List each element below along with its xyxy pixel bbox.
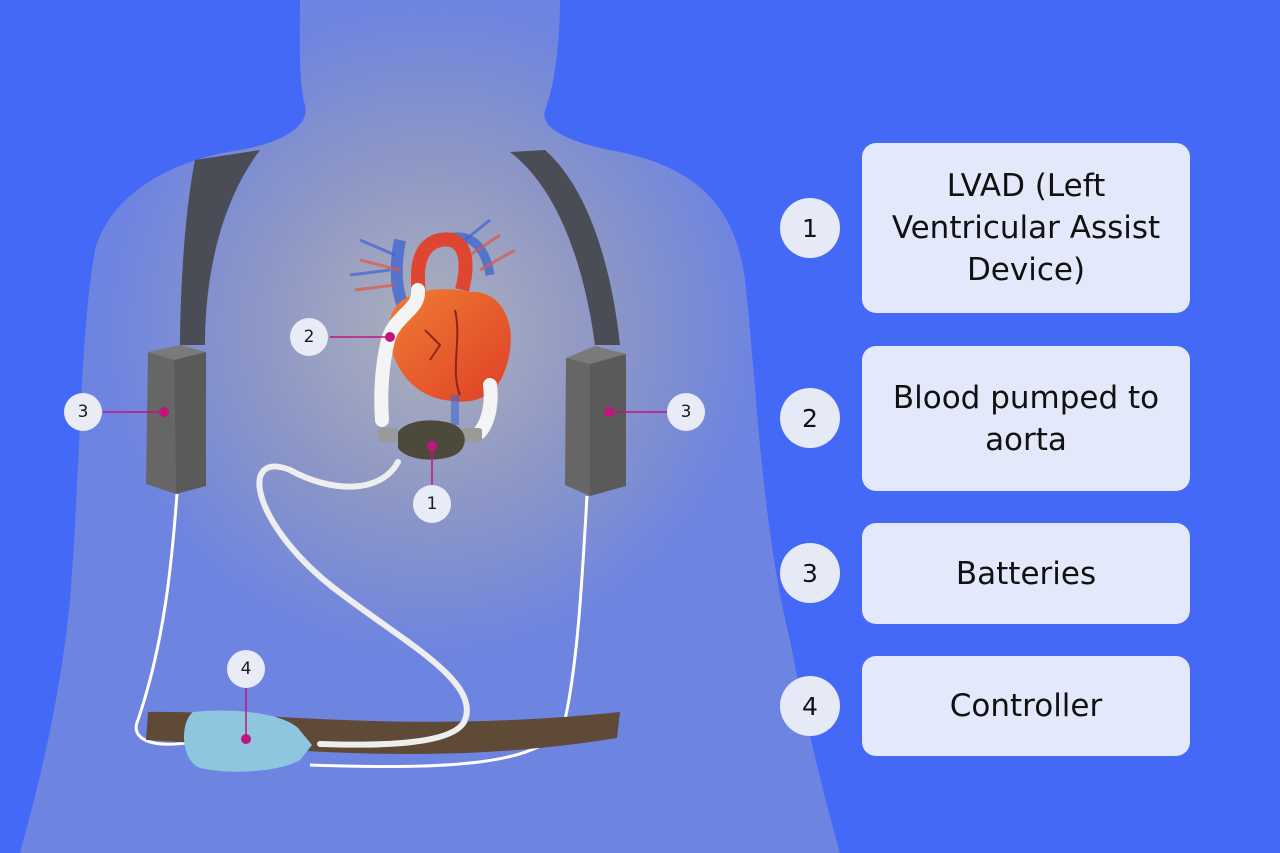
- heart: [349, 218, 516, 425]
- legend-number: 2: [780, 388, 840, 448]
- callout-lvad: 1: [413, 485, 451, 523]
- inflow-cannula: [473, 378, 498, 439]
- legend-label: Batteries: [862, 523, 1190, 624]
- legend-number: 4: [780, 676, 840, 736]
- right-battery: [565, 346, 626, 496]
- leader-lines: [103, 336, 667, 738]
- callout-battery-left: 3: [64, 393, 102, 431]
- legend-number: 3: [780, 543, 840, 603]
- callout-battery-right: 3: [667, 393, 705, 431]
- left-battery: [146, 345, 206, 494]
- lvad-pump: [378, 420, 482, 460]
- leader-dots: [159, 332, 614, 744]
- legend-label: LVAD (Left Ventricular Assist Device): [862, 143, 1190, 313]
- driveline: [256, 459, 470, 748]
- left-battery-cable: [134, 493, 201, 746]
- callout-controller: 4: [227, 650, 265, 688]
- legend-item-controller: 4 Controller: [780, 656, 1190, 756]
- legend-label: Blood pumped to aorta: [862, 346, 1190, 491]
- legend-label: Controller: [862, 656, 1190, 756]
- legend-number: 1: [780, 198, 840, 258]
- callout-aorta: 2: [290, 318, 328, 356]
- legend-item-aorta: 2 Blood pumped to aorta: [780, 346, 1190, 491]
- left-strap: [180, 150, 260, 345]
- legend-item-batteries: 3 Batteries: [780, 523, 1190, 624]
- legend-item-lvad: 1 LVAD (Left Ventricular Assist Device): [780, 143, 1190, 313]
- right-strap: [510, 150, 620, 345]
